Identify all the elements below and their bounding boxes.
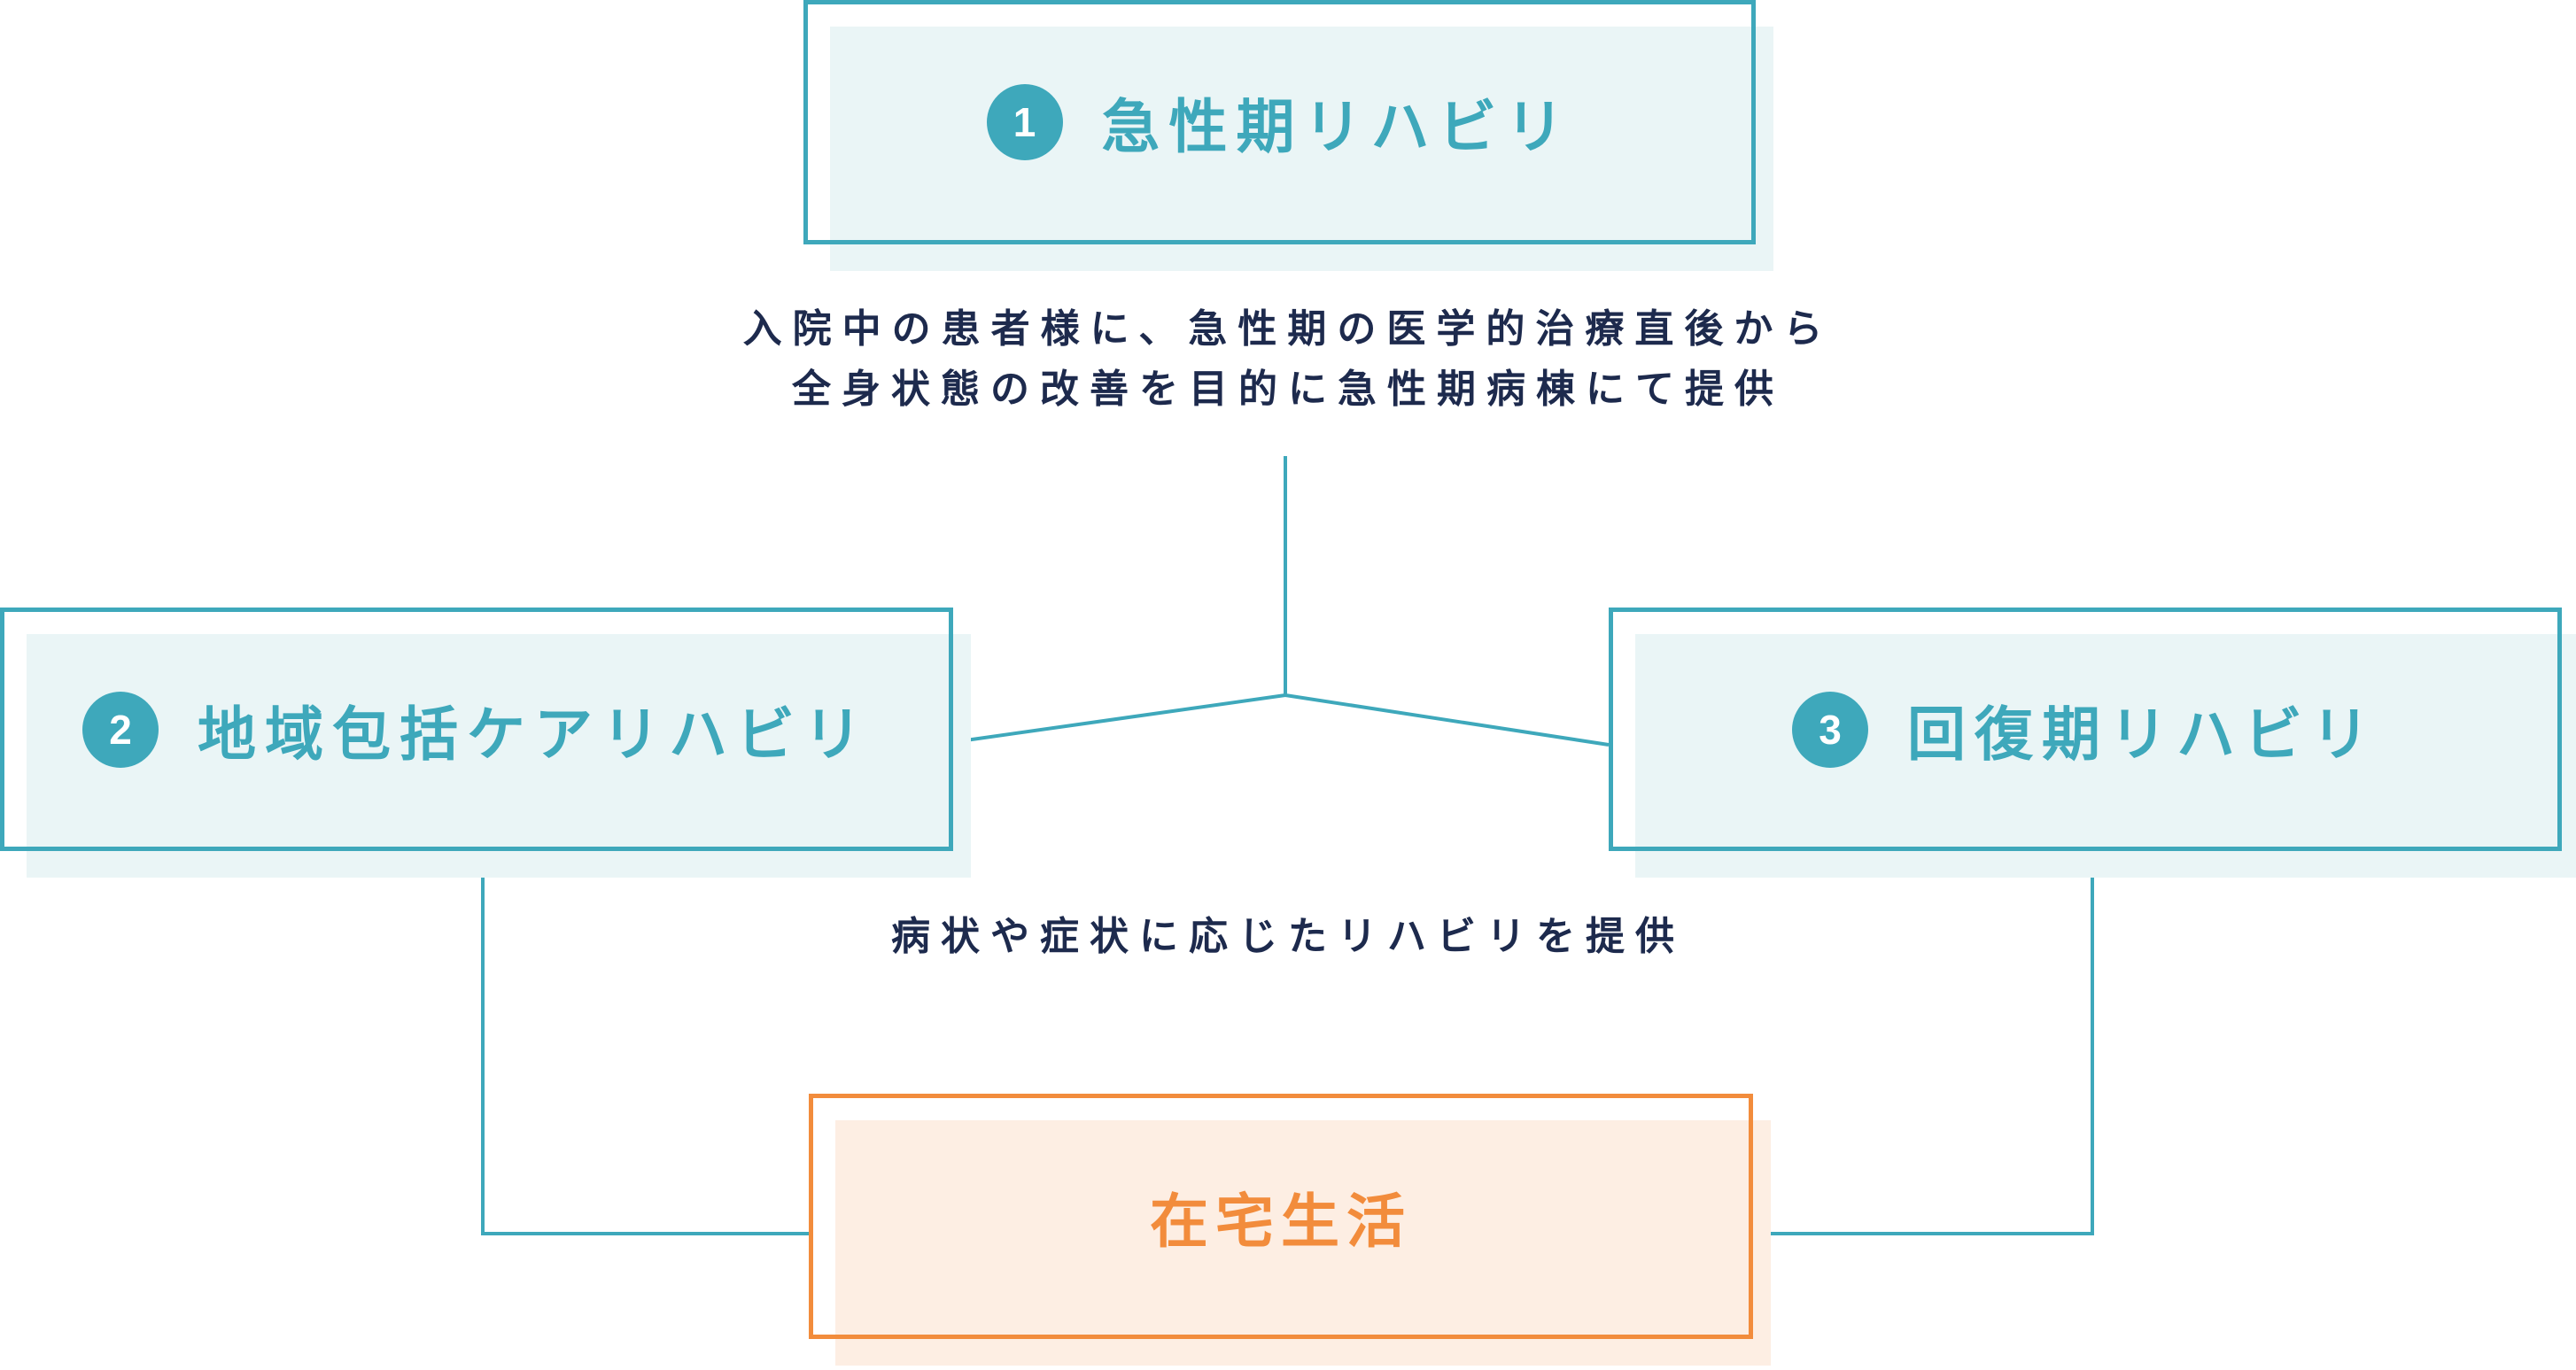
connector-recovery-to-home [1751,848,2094,1235]
connector-to-recovery [1284,693,1610,747]
acute-rehab-number-badge: 1 [986,84,1063,160]
acute-rehab-box-frame: 1 急性期リハビリ [803,0,1756,244]
community-care-rehab-label-row: 2 地域包括ケアリハビリ [82,687,871,772]
middle-description: 病状や症状に応じたリハビリを提供 [891,914,1685,959]
recovery-rehab-title: 回復期リハビリ [1907,700,2378,769]
acute-description-line2: 全身状態の改善を目的に急性期病棟にて提供 [792,367,1784,412]
recovery-rehab-number-badge: 3 [1792,691,1868,768]
community-care-rehab-box: 2 地域包括ケアリハビリ [0,608,971,878]
connector-to-community [952,693,1286,744]
community-care-rehab-box-shadow [27,634,971,878]
home-life-box: 在宅生活 [809,1094,1771,1366]
home-life-box-shadow [835,1120,1771,1366]
community-care-rehab-box-frame: 2 地域包括ケアリハビリ [0,608,953,851]
recovery-rehab-box-frame: 3 回復期リハビリ [1609,608,2562,851]
acute-rehab-title: 急性期リハビリ [1101,93,1573,161]
connector-community-to-home [481,848,811,1235]
community-care-rehab-number-badge: 2 [82,691,159,768]
acute-rehab-label-row: 1 急性期リハビリ [986,80,1573,165]
acute-rehab-box: 1 急性期リハビリ [803,0,1773,271]
home-life-box-frame: 在宅生活 [809,1094,1753,1339]
acute-description-line1: 入院中の患者様に、急性期の医学的治療直後から [742,306,1834,352]
recovery-rehab-label-row: 3 回復期リハビリ [1792,687,2378,772]
recovery-rehab-box: 3 回復期リハビリ [1609,608,2576,878]
acute-rehab-box-shadow [830,27,1773,271]
home-life-title: 在宅生活 [1150,1187,1412,1256]
community-care-rehab-title: 地域包括ケアリハビリ [198,700,871,769]
recovery-rehab-box-shadow [1635,634,2576,878]
acute-description: 入院中の患者様に、急性期の医学的治療直後から 全身状態の改善を目的に急性期病棟に… [402,299,2174,420]
